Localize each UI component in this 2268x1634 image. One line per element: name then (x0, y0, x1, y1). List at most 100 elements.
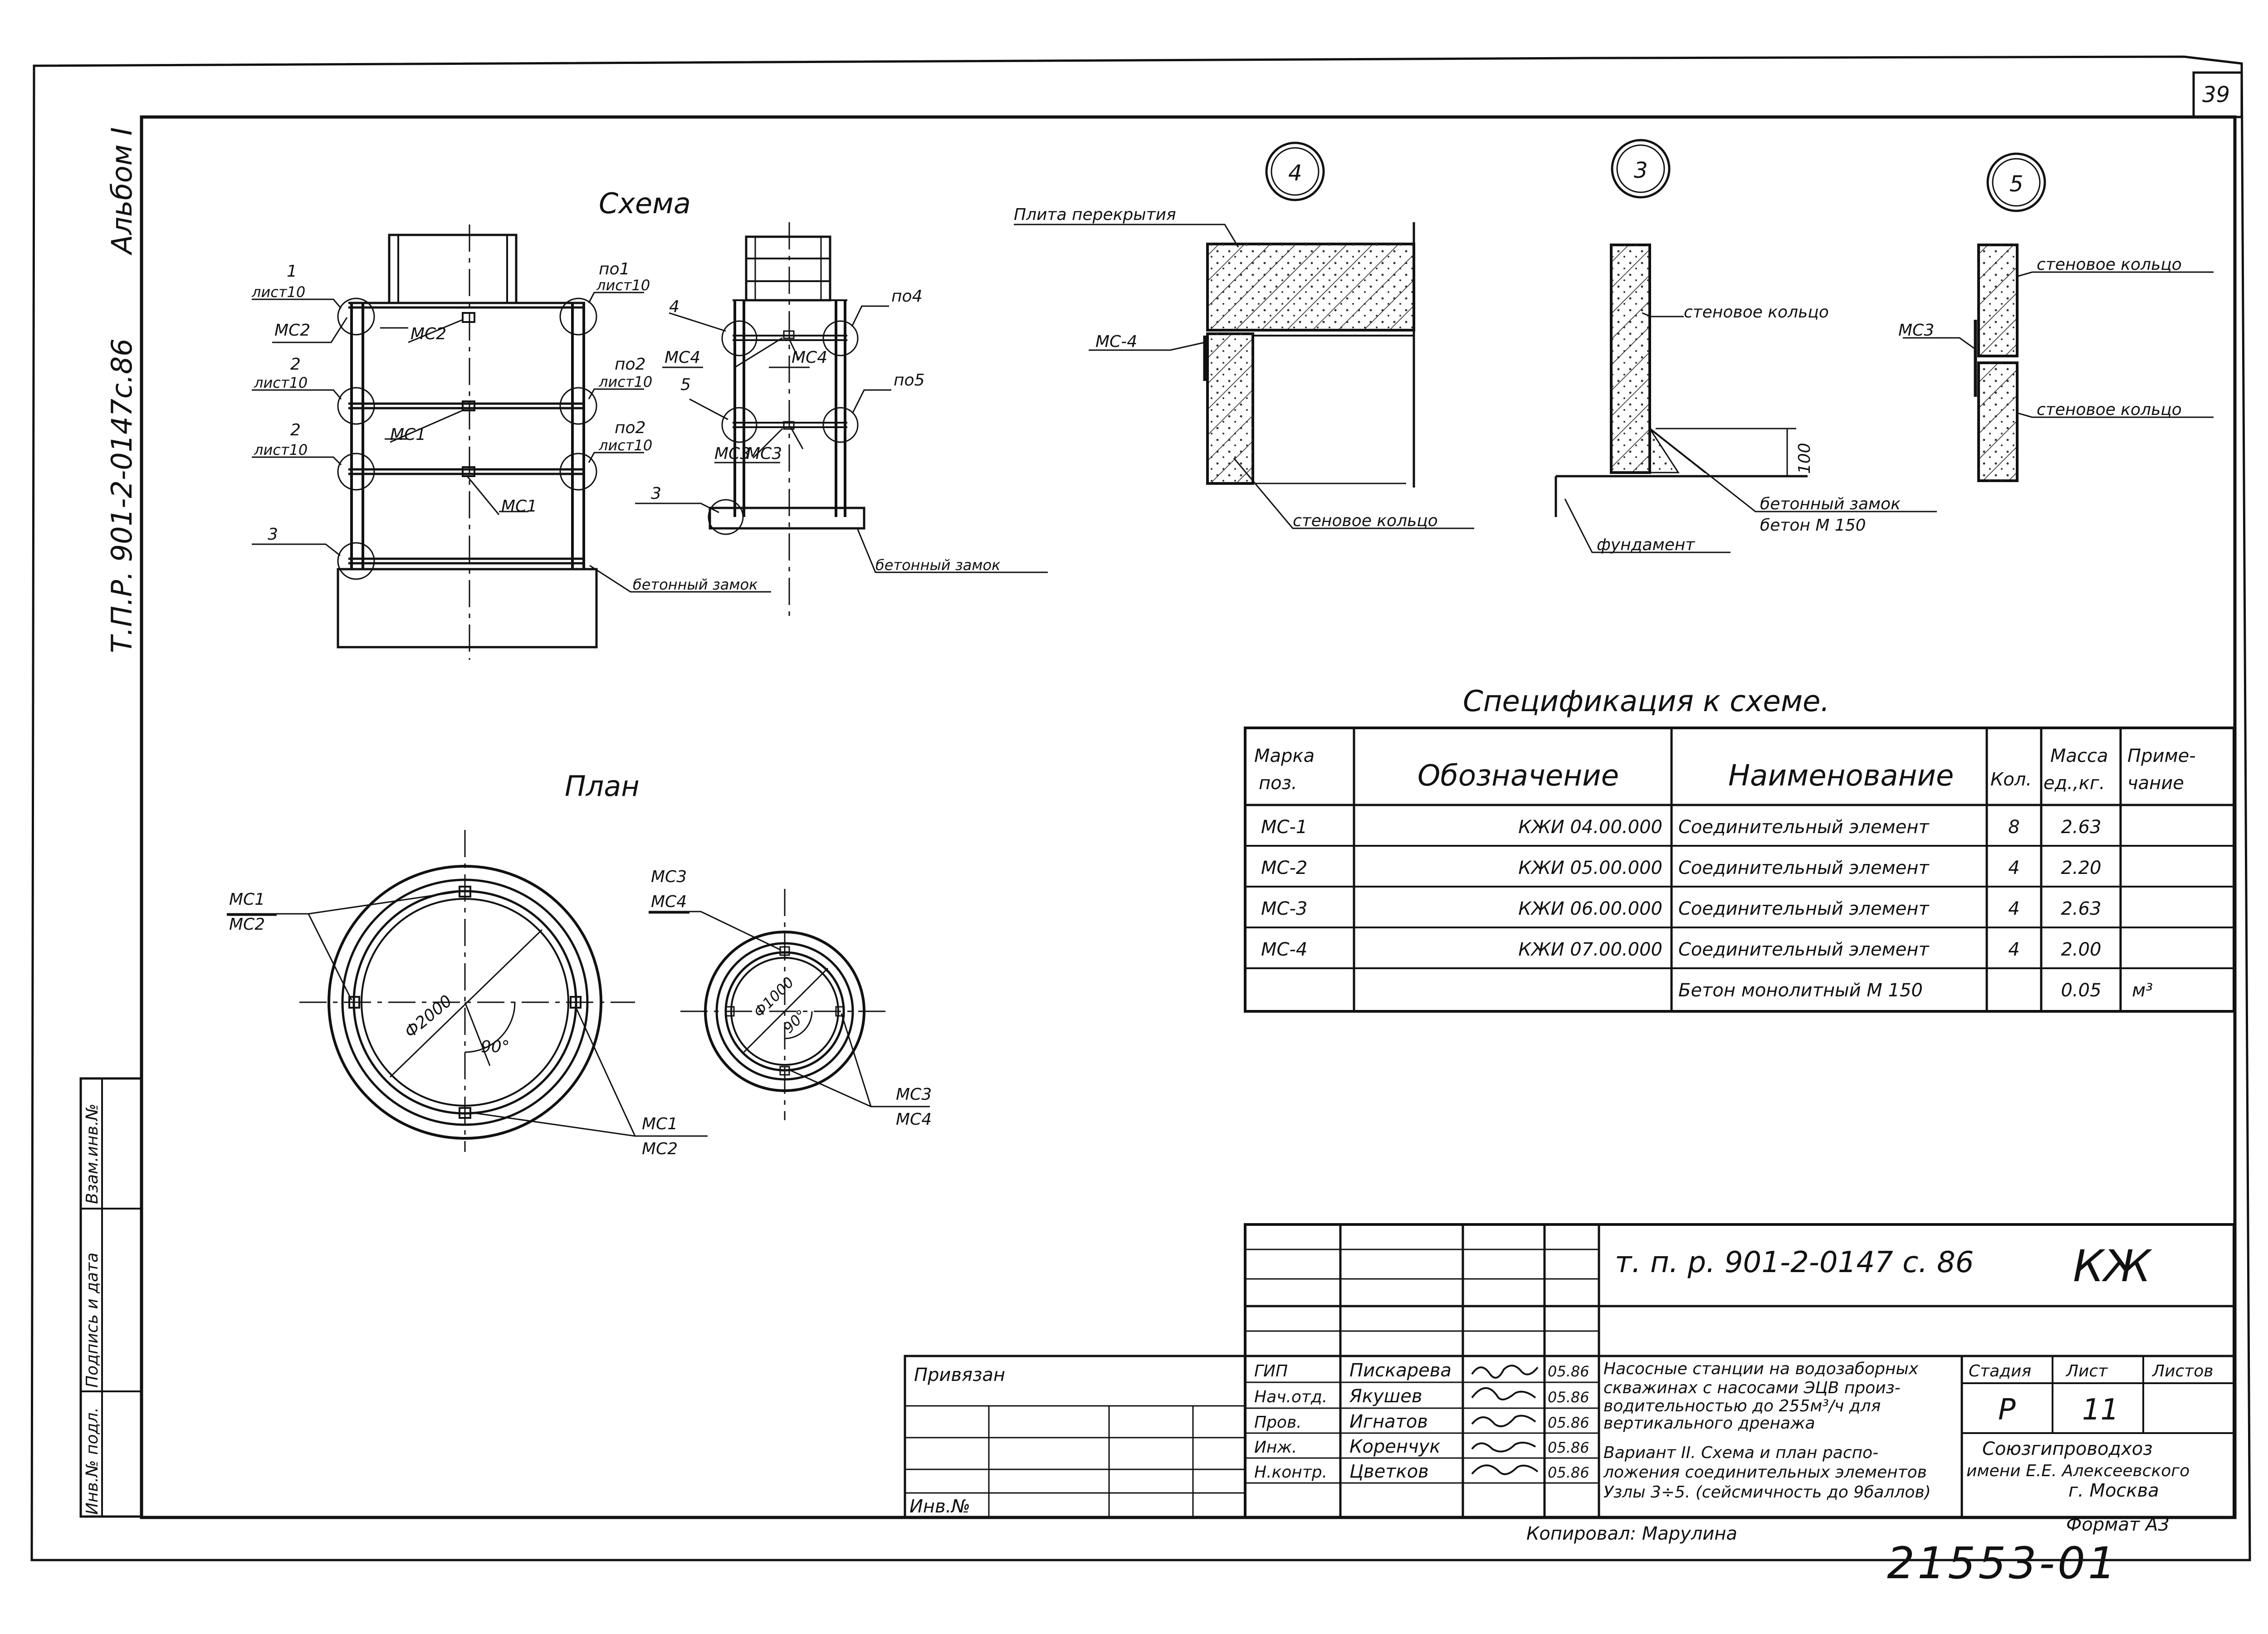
tb-privyazan: Привязан (914, 1365, 1005, 1385)
spec-cell: 2.63 (2061, 817, 2101, 838)
spec-cell: МС-2 (1261, 858, 1307, 878)
node-num: 5 (2009, 171, 2024, 197)
spec-cell: МС-4 (1261, 939, 1307, 960)
tb-stage-header: Стадия (1969, 1362, 2031, 1380)
schema-label: 3 (651, 484, 661, 503)
schema-label: 3 (268, 525, 278, 544)
schema-label: по2 (615, 355, 645, 374)
schema-label: бетонный замок (633, 576, 758, 593)
plan-label: МС1 (642, 1115, 678, 1133)
spec-cell: 8 (2008, 817, 2019, 838)
doc-number: 21553-01 (1887, 1538, 2118, 1589)
tb-name: Коренчук (1349, 1436, 1441, 1457)
node-dim: 100 (1795, 443, 1814, 474)
tb-name: Цветков (1349, 1461, 1429, 1482)
spec-title: Спецификация к схеме. (1463, 685, 1830, 718)
spec-header: Обозначение (1418, 759, 1619, 793)
tb-code: т. п. р. 901-2-0147 с. 86 (1615, 1246, 1974, 1279)
tb-org: Союзгипроводхоз (1982, 1439, 2153, 1459)
schema-label: бетонный замок (875, 556, 1001, 574)
tb-mark: КЖ (2073, 1241, 2152, 1292)
tb-signatures (1471, 1365, 1539, 1475)
spec-header: Приме-чание (2127, 746, 2196, 794)
spec-header: Наименование (1728, 759, 1954, 793)
spec-cell: 0.05 (2061, 980, 2101, 1001)
schema-left-leaders (252, 292, 771, 593)
node-4 (1014, 141, 1474, 529)
tb-org: имени Е.Е. Алексеевского (1966, 1462, 2190, 1480)
tb-date: 05.86 (1548, 1389, 1589, 1406)
tb-desc: скважинах с насосами ЭЦВ произ- (1603, 1379, 1901, 1397)
spec-cell: Соединительный элемент (1678, 858, 1930, 878)
spec-cell: Соединительный элемент (1678, 817, 1930, 838)
spec-cell: 4 (2008, 858, 2019, 878)
plan-large-ring (227, 830, 708, 1152)
tb-role: ГИП (1254, 1362, 1288, 1380)
schema-label: 1 (287, 262, 297, 281)
schema-label: МС2 (274, 321, 310, 340)
schema-small-well (708, 222, 865, 621)
tb-desc: Насосные станции на водозаборных (1603, 1360, 1919, 1378)
tb-desc: водительностью до 255м³/ч для (1603, 1397, 1881, 1415)
spec-table-grid (1244, 727, 2235, 1013)
tb-desc: вертикального дренажа (1603, 1414, 1815, 1433)
schema-label: МС4 (665, 348, 700, 367)
schema-label: по2 (615, 419, 645, 437)
schema-label: 2 (290, 421, 301, 439)
spec-cell: КЖИ 07.00.000 (1518, 939, 1662, 960)
schema-label: по4 (891, 287, 922, 306)
tb-role: Инж. (1254, 1438, 1297, 1457)
tb-role: Н.контр. (1254, 1463, 1327, 1482)
schema-right-leaders (635, 305, 1048, 573)
schema-label: лист10 (598, 373, 652, 390)
tb-org: г. Москва (2068, 1480, 2159, 1501)
schema-label: лист10 (251, 283, 305, 301)
spec-cell: КЖИ 05.00.000 (1518, 858, 1662, 878)
stamp-sign: Подпись и дата (83, 1253, 102, 1388)
tb-inv: Инв.№ (909, 1496, 970, 1517)
plan-label: МС2 (642, 1140, 678, 1158)
schema-label: 2 (290, 355, 301, 374)
tb-date: 05.86 (1548, 1439, 1589, 1456)
stamp-vzam: Взам.инв.№ (83, 1103, 102, 1204)
node-label: стеновое кольцо (1684, 303, 1829, 322)
sheet-number: 39 (2202, 82, 2230, 107)
plan-dia: Ф2000 (401, 992, 455, 1042)
tb-date: 05.86 (1548, 1414, 1589, 1431)
node-label: фундамент (1597, 536, 1695, 554)
spec-cell: Соединительный элемент (1678, 898, 1930, 919)
tb-role: Пров. (1254, 1413, 1302, 1432)
tb-sheets-header: Листов (2151, 1362, 2213, 1380)
schema-large-well (337, 224, 598, 660)
tb-name: Якушев (1349, 1386, 1422, 1407)
spec-cell: 4 (2008, 939, 2019, 960)
schema-label: МС1 (390, 425, 426, 444)
node-label: стеновое кольцо (2037, 400, 2182, 419)
spec-cell: 2.20 (2061, 858, 2101, 878)
plan-label: МС4 (896, 1110, 932, 1129)
titleblock-grid (904, 1223, 2235, 1519)
stamp-inv: Инв.№ подл. (83, 1407, 102, 1515)
schema-label: 5 (680, 376, 691, 394)
plan-angle: 90° (481, 1038, 510, 1056)
plan-title: План (565, 770, 640, 803)
schema-title: Схема (599, 187, 691, 220)
schema-label: МС2 (411, 325, 446, 343)
spec-cell: МС-1 (1261, 817, 1307, 838)
schema-label: лист10 (254, 374, 308, 391)
tb-date: 05.86 (1548, 1363, 1589, 1380)
tb-sheet: 11 (2082, 1393, 2119, 1427)
spec-cell: МС-3 (1261, 898, 1307, 919)
node-label: бетонный замок (1760, 495, 1901, 513)
plan-label: МС3 (896, 1085, 932, 1104)
node-label: бетон М 150 (1760, 516, 1866, 535)
tb-role: Нач.отд. (1254, 1388, 1327, 1406)
schema-label: лист10 (254, 441, 308, 458)
tb-date: 05.86 (1548, 1464, 1589, 1481)
schema-label: МС4 (792, 348, 827, 367)
plan-label: МС3 (651, 868, 687, 886)
plan-label: МС1 (229, 890, 265, 909)
tb-desc: Вариант II. Схема и план распо- (1603, 1444, 1878, 1462)
